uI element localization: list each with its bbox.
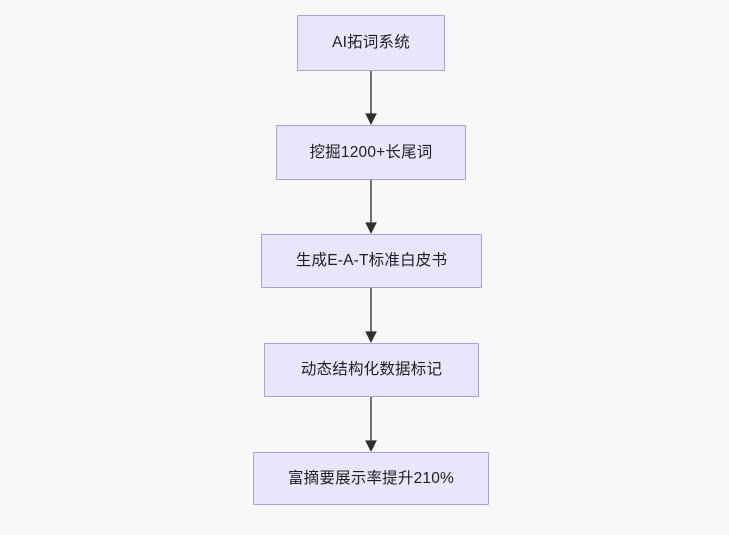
flow-node-label: 生成E-A-T标准白皮书 [295, 252, 448, 270]
edge-node4-to-node5 [365, 397, 377, 452]
flow-node-label: AI拓词系统 [332, 34, 410, 52]
flow-node-label: 挖掘1200+长尾词 [309, 143, 433, 161]
flow-node-dynamic-structured-data-markup[interactable]: 动态结构化数据标记 [264, 343, 479, 397]
flow-node-ai-keyword-expansion-system[interactable]: AI拓词系统 [297, 15, 445, 71]
flow-node-label: 动态结构化数据标记 [300, 361, 443, 379]
edge-node3-to-node4 [365, 288, 377, 343]
flow-node-rich-snippet-impression-uplift[interactable]: 富摘要展示率提升210% [253, 452, 489, 505]
flow-node-generate-eat-whitepaper[interactable]: 生成E-A-T标准白皮书 [261, 234, 482, 288]
edge-node2-to-node3 [365, 180, 377, 234]
flow-node-label: 富摘要展示率提升210% [287, 469, 455, 487]
edge-node1-to-node2 [365, 71, 377, 125]
flow-node-mine-longtail-keywords[interactable]: 挖掘1200+长尾词 [276, 125, 466, 180]
